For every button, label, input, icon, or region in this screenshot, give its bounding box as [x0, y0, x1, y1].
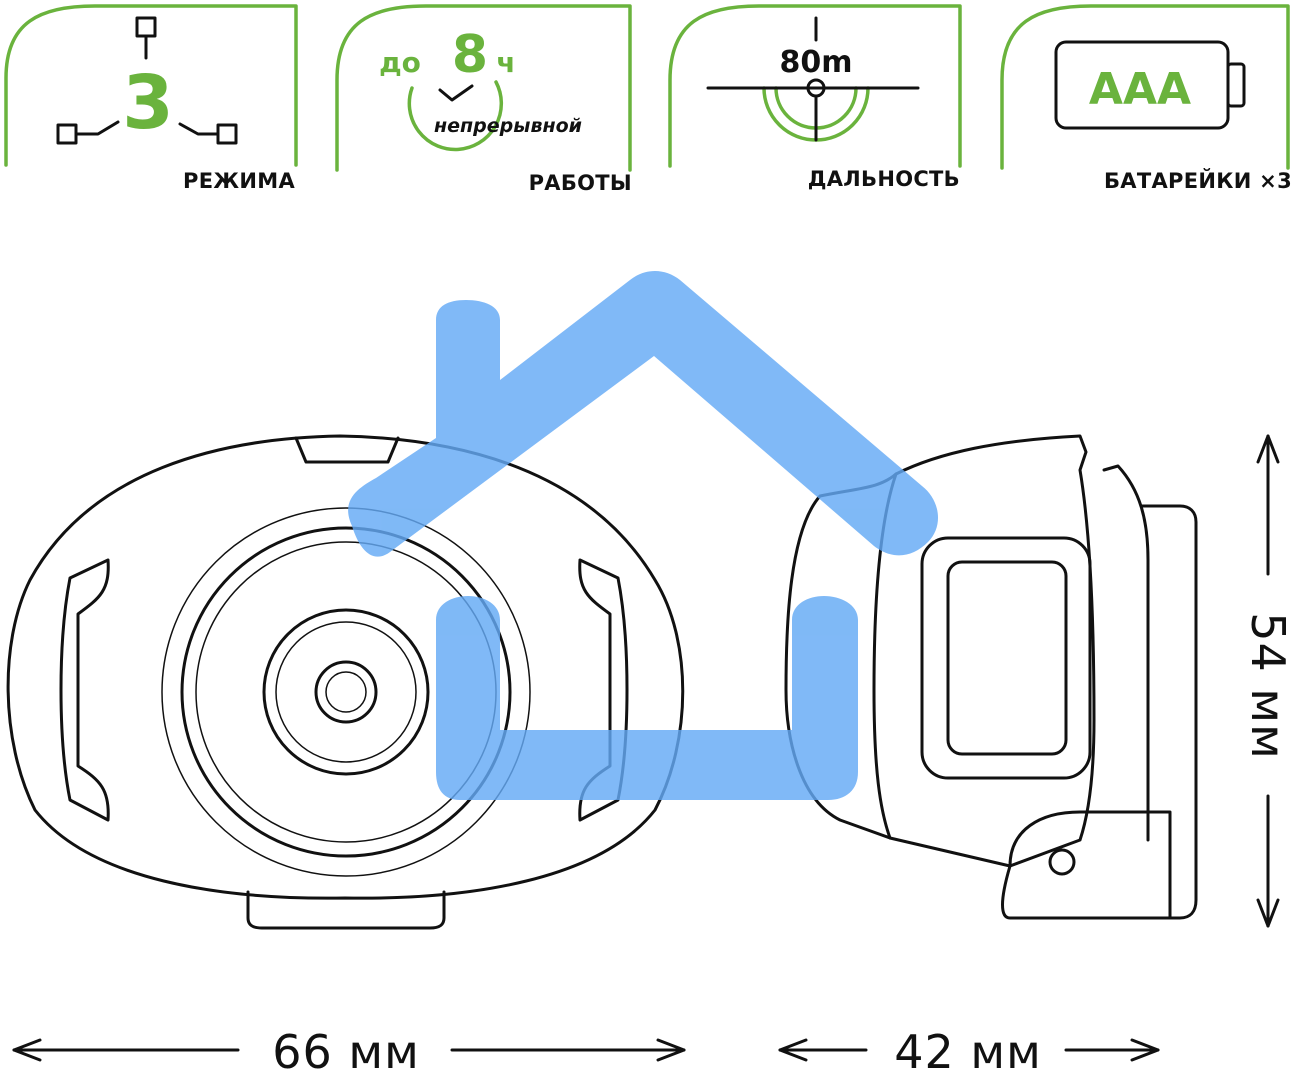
runtime-unit: ч: [496, 46, 515, 79]
badge-runtime: до 8 ч непрерывной РАБОТЫ: [335, 4, 632, 195]
runtime-prefix: до: [379, 46, 421, 79]
battery-type: AAA: [1089, 64, 1191, 115]
crosshair-icon: [706, 16, 920, 142]
clock-icon: [407, 80, 504, 152]
width-value: 66 мм: [272, 1025, 420, 1076]
dimension-width: 66 мм: [12, 1025, 686, 1079]
height-value: 54 мм: [1241, 612, 1294, 760]
battery-label: БАТАРЕЙКИ ×3: [1104, 168, 1292, 193]
runtime-label: РАБОТЫ: [529, 171, 632, 195]
depth-value: 42 мм: [894, 1025, 1042, 1076]
battery-icon: [1054, 40, 1246, 130]
modes-label: РЕЖИМА: [183, 169, 295, 193]
mode-switch-icon: [56, 16, 238, 145]
dimension-depth: 42 мм: [778, 1025, 1160, 1079]
badge-battery: AAA БАТАРЕЙКИ ×3: [1000, 4, 1292, 193]
range-value: 80m: [779, 45, 852, 80]
badge-range: 80m ДАЛЬНОСТЬ: [668, 4, 962, 191]
modes-count: 3: [122, 60, 174, 146]
range-label: ДАЛЬНОСТЬ: [808, 167, 960, 191]
runtime-sub: непрерывной: [434, 115, 582, 137]
dimension-height: 54 мм: [1241, 434, 1294, 928]
home-watermark-icon: [348, 271, 939, 800]
headlamp-front-view: [6, 434, 685, 930]
runtime-hours: 8: [452, 25, 488, 85]
badge-modes: 3 РЕЖИМА: [4, 4, 298, 193]
